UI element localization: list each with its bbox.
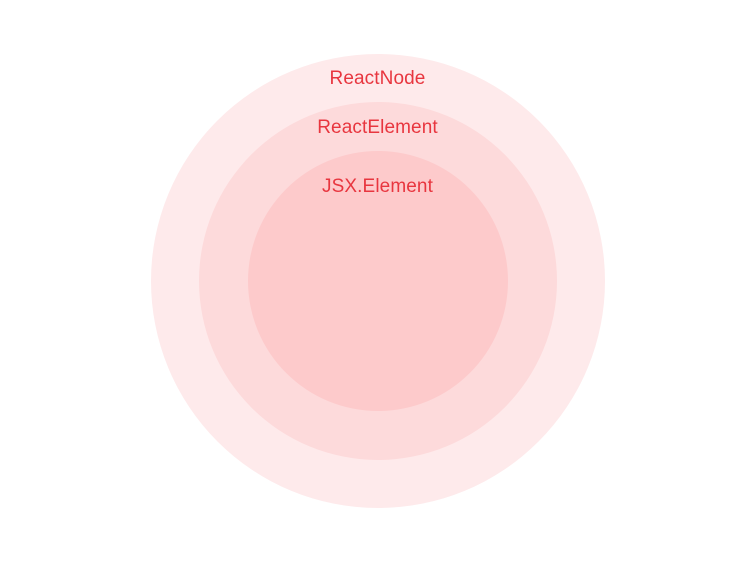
react-element-label: ReactElement bbox=[317, 117, 438, 138]
jsx-element-label: JSX.Element bbox=[322, 176, 433, 197]
jsx-element-circle bbox=[248, 151, 508, 411]
react-node-label: ReactNode bbox=[329, 68, 426, 89]
